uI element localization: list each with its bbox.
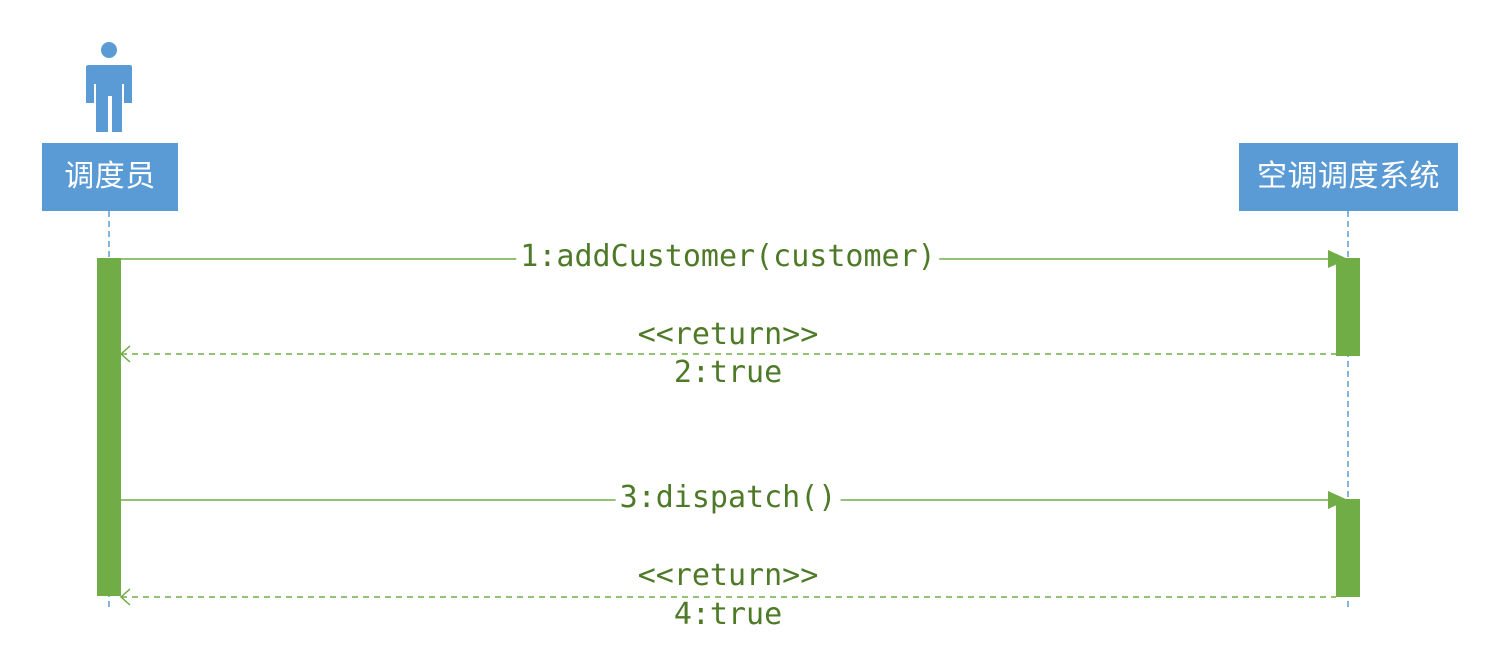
return-label-2-value: 2:true: [669, 358, 787, 388]
return-label-4-stereotype: <<return>>: [633, 561, 823, 591]
message-label-3: 3:dispatch(): [615, 483, 841, 513]
system-participant-box: 空调调度系统: [1239, 143, 1458, 211]
system-activation-bar-1: [1336, 258, 1360, 356]
actor-participant-label: 调度员: [64, 159, 156, 194]
actor-activation-bar: [97, 258, 121, 596]
person-icon: [86, 42, 132, 132]
return-arrowhead-4-icon: [119, 588, 131, 606]
return-label-4-value: 4:true: [669, 600, 787, 630]
return-arrowhead-2-icon: [119, 345, 131, 363]
person-body-icon: [86, 65, 132, 132]
system-activation-bar-2: [1336, 499, 1360, 597]
actor-participant-box: 调度员: [42, 143, 178, 211]
person-head-icon: [101, 42, 117, 58]
message-arrowhead-1-icon: [1328, 250, 1348, 268]
system-participant-label: 空调调度系统: [1257, 159, 1440, 194]
message-arrowhead-3-icon: [1328, 491, 1348, 509]
message-label-1: 1:addCustomer(customer): [516, 242, 940, 272]
return-label-2-stereotype: <<return>>: [633, 320, 823, 350]
